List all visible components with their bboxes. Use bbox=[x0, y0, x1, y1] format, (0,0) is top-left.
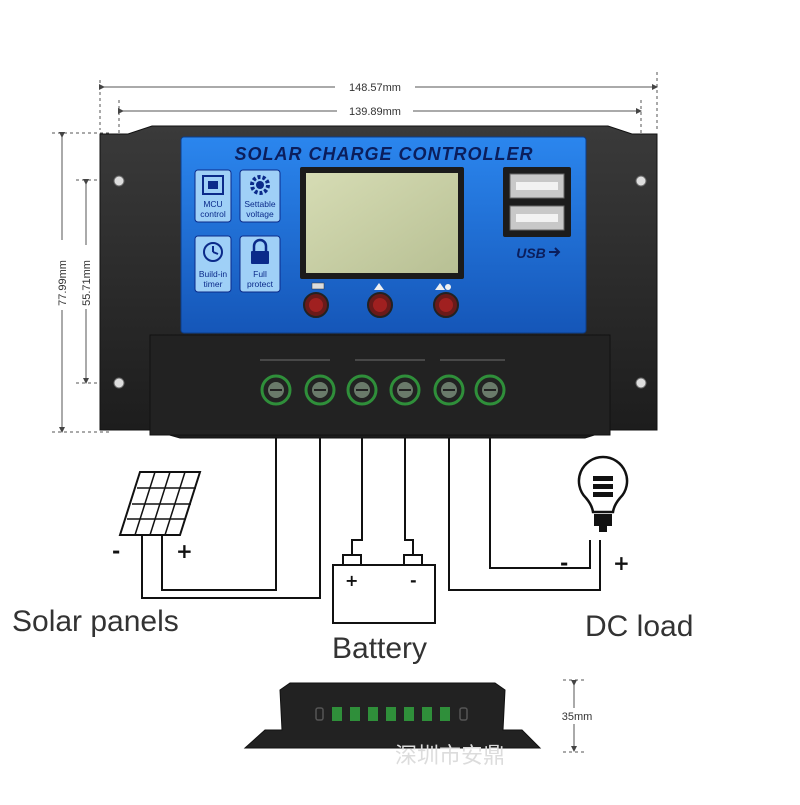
feature-mcu-line2: control bbox=[200, 209, 226, 219]
controller-side-view: 深圳市安鼎 bbox=[243, 682, 542, 769]
up-bulb-icon bbox=[435, 283, 445, 290]
terminals bbox=[260, 374, 506, 406]
solar-pos-sign: + bbox=[176, 539, 193, 563]
wires bbox=[141, 438, 601, 599]
dc-load-label: DC load bbox=[585, 610, 694, 643]
usb-icon bbox=[549, 247, 561, 257]
down-light-button[interactable] bbox=[433, 283, 459, 318]
mounting-hole-icon bbox=[113, 175, 125, 187]
feature-protect-line1: Full bbox=[253, 269, 267, 279]
feature-timer-line2: timer bbox=[204, 279, 223, 289]
feature-timer-line1: Build-in bbox=[199, 269, 228, 279]
mounting-hole-icon bbox=[113, 377, 125, 389]
terminal-screw[interactable] bbox=[474, 374, 506, 406]
lcd-screen bbox=[306, 173, 458, 273]
terminal-block bbox=[149, 334, 611, 436]
watermark-text: 深圳市安鼎 bbox=[395, 744, 505, 769]
chip-icon bbox=[202, 175, 224, 195]
menu-button[interactable] bbox=[303, 282, 329, 318]
dim-overall-height: 77.99mm bbox=[57, 260, 69, 306]
solar-neg-sign: - bbox=[112, 539, 120, 563]
feature-voltage-line1: Settable bbox=[244, 199, 275, 209]
terminal-screw[interactable] bbox=[346, 374, 378, 406]
feature-mcu: MCU control bbox=[194, 169, 232, 223]
up-button[interactable] bbox=[367, 283, 393, 318]
feature-mcu-line1: MCU bbox=[203, 199, 222, 209]
mounting-hole-icon bbox=[635, 175, 647, 187]
feature-timer: Build-in timer bbox=[194, 235, 232, 293]
feature-protect-line2: protect bbox=[247, 279, 274, 289]
usb-ports: USB bbox=[503, 167, 571, 261]
terminal-screw[interactable] bbox=[260, 374, 292, 406]
dim-hole-height: 55.71mm bbox=[81, 260, 93, 306]
up-arrow-icon bbox=[374, 283, 384, 290]
solar-panels-label: Solar panels bbox=[12, 605, 179, 638]
usb-label: USB bbox=[516, 245, 546, 261]
lock-icon bbox=[251, 238, 269, 264]
feature-protect: Full protect bbox=[239, 235, 281, 293]
light-bulb-icon bbox=[577, 455, 629, 532]
dim-overall-width: 148.57mm bbox=[349, 82, 401, 94]
load-neg-sign: - bbox=[560, 551, 568, 575]
battery-neg-sign: - bbox=[410, 571, 417, 590]
charge-controller: SOLAR CHARGE CONTROLLER MCU control Sett… bbox=[99, 125, 658, 439]
terminal-screw[interactable] bbox=[433, 374, 465, 406]
battery-label: Battery bbox=[332, 632, 428, 665]
dim-thickness: 35mm bbox=[562, 711, 593, 723]
controller-title: SOLAR CHARGE CONTROLLER bbox=[235, 144, 534, 164]
feature-voltage: Settable voltage bbox=[239, 169, 281, 223]
side-terminals bbox=[315, 707, 468, 721]
terminal-screw[interactable] bbox=[389, 374, 421, 406]
mounting-hole-icon bbox=[635, 377, 647, 389]
terminal-screw[interactable] bbox=[304, 374, 336, 406]
dim-hole-width: 139.89mm bbox=[349, 106, 401, 118]
solar-panel-icon bbox=[118, 471, 202, 536]
clock-icon bbox=[203, 242, 223, 262]
battery-icon bbox=[332, 554, 436, 624]
feature-voltage-line2: voltage bbox=[246, 209, 274, 219]
gear-icon bbox=[250, 175, 270, 195]
battery-pos-sign: + bbox=[345, 571, 358, 590]
load-pos-sign: + bbox=[613, 551, 630, 575]
